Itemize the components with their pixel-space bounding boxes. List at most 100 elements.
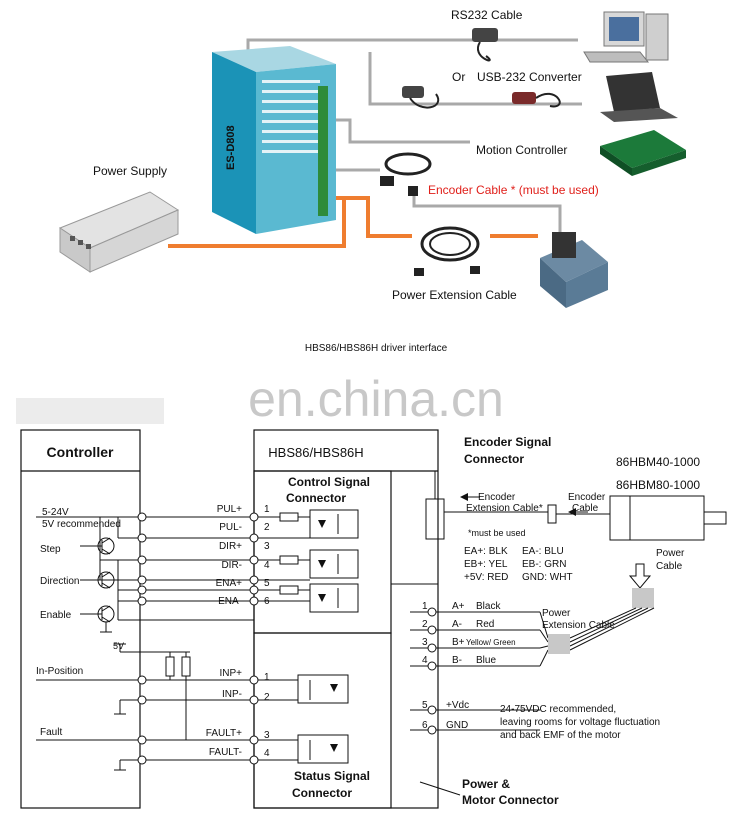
enable-transistor xyxy=(80,605,115,633)
pin-number: 1 xyxy=(264,504,270,515)
pin-label: PUL- xyxy=(219,522,242,533)
status-connector-title-2: Connector xyxy=(292,786,352,800)
pin-number: 2 xyxy=(264,522,270,533)
power-ext-cable-1: Power xyxy=(542,608,571,619)
encoder-cable-label: Encoder Cable * (must be used) xyxy=(428,183,599,197)
pin-label: INP- xyxy=(222,689,242,700)
power-supply-line xyxy=(168,196,346,248)
status-connector-title-1: Status Signal xyxy=(294,769,370,783)
wire-ea-minus: EA-: BLU xyxy=(522,546,564,557)
supply-note-2: leaving rooms for voltage fluctuation xyxy=(500,717,660,728)
power-cable-2: Cable xyxy=(656,561,683,572)
power-pin-number: 2 xyxy=(422,619,428,630)
control-connector-title-2: Connector xyxy=(286,491,346,505)
motor-power-line-a xyxy=(322,196,412,238)
power-cable-1: Power xyxy=(656,548,685,559)
supply-pin-number: 5 xyxy=(422,700,428,711)
power-pin-color: Blue xyxy=(476,655,496,666)
motor-drawing xyxy=(609,495,727,541)
supply-label: 5-24V xyxy=(42,507,69,518)
encoder-ext-cable-2: Extension Cable* xyxy=(466,503,543,514)
status-connector-frame xyxy=(253,632,392,809)
pin-label: DIR- xyxy=(221,560,242,571)
supply-pin-label: GND xyxy=(446,720,468,731)
watermark-bar xyxy=(16,398,164,424)
pin-label: ENA+ xyxy=(216,578,243,589)
servo-motor-image xyxy=(540,232,608,308)
control-pin-list: PUL+ 1 PUL- 2 DIR+ 3 DIR- 4 ENA+ 5 ENA- … xyxy=(216,504,270,607)
driver-title: HBS86/HBS86H xyxy=(268,445,363,460)
pin-label: INP+ xyxy=(219,668,242,679)
supply-note-1: 24-75VDC recommended, xyxy=(500,704,616,715)
top-illustration: ES-D808 xyxy=(58,8,686,354)
pin-number: 4 xyxy=(264,560,270,571)
power-extension-connector xyxy=(548,634,570,654)
watermark: en.china.cn xyxy=(248,371,504,427)
controller-route xyxy=(330,118,470,144)
motor-model-1: 86HBM40-1000 xyxy=(616,455,700,469)
supply-note-3: and back EMF of the motor xyxy=(500,730,621,741)
fivev-label: 5V xyxy=(113,641,124,651)
pin-number: 4 xyxy=(264,748,270,759)
laptop-image xyxy=(600,72,678,122)
encoder-title-1: Encoder Signal xyxy=(464,435,551,449)
power-extension-cable-label: Power Extension Cable xyxy=(392,288,517,302)
driver-unit: ES-D808 xyxy=(212,46,336,234)
pin-number: 1 xyxy=(264,672,270,683)
usb-route xyxy=(368,52,582,106)
pin-number: 3 xyxy=(264,730,270,741)
motor-power-connector xyxy=(632,588,654,608)
pullup-resistor-2 xyxy=(181,656,191,677)
pin-number: 3 xyxy=(264,541,270,552)
encoder-connector-block xyxy=(425,498,445,540)
control-optocouplers xyxy=(258,509,359,613)
power-supply-label: Power Supply xyxy=(93,164,167,178)
pullup-resistor-1 xyxy=(165,656,175,677)
motion-controller-label: Motion Controller xyxy=(476,143,567,157)
step-label: Step xyxy=(40,544,61,555)
or-label: Or xyxy=(452,70,465,84)
power-supply-image xyxy=(58,191,180,273)
in-position-label: In-Position xyxy=(36,666,83,677)
encoder-route-b xyxy=(412,194,562,232)
supply-pin-label: +Vdc xyxy=(446,700,469,711)
encoder-ext-cable-1: Encoder xyxy=(478,492,516,503)
encoder-cable-1: Encoder xyxy=(568,492,606,503)
power-motor-title-2: Motor Connector xyxy=(462,793,559,807)
pin-label: FAULT+ xyxy=(206,728,242,739)
wire-eb-plus: EB+: YEL xyxy=(464,559,508,570)
power-pin-number: 4 xyxy=(422,655,428,666)
power-pin-label: B+ xyxy=(452,637,465,648)
caption: HBS86/HBS86H driver interface xyxy=(305,343,448,354)
pc-image xyxy=(583,11,669,63)
power-motor-title-1: Power & xyxy=(462,777,510,791)
encoder-cable-2: Cable xyxy=(572,503,599,514)
pin-label: DIR+ xyxy=(219,541,242,552)
power-pin-label: A+ xyxy=(452,601,465,612)
motor-model-2: 86HBM80-1000 xyxy=(616,478,700,492)
rs232-connector-image xyxy=(472,28,498,62)
direction-transistor xyxy=(80,571,115,589)
status-pin-list: INP+ 1 INP- 2 FAULT+ 3 FAULT- 4 xyxy=(206,668,270,759)
power-pin-color: Black xyxy=(476,601,501,612)
usb-converter-label: USB-232 Converter xyxy=(477,70,582,84)
pin-label: ENA- xyxy=(218,596,242,607)
encoder-junction xyxy=(547,504,557,524)
encoder-must-be-used: *must be used xyxy=(468,528,526,538)
controller-title: Controller xyxy=(47,444,114,460)
power-pin-label: B- xyxy=(452,655,462,666)
power-cable-arrow xyxy=(628,563,652,589)
step-transistor xyxy=(80,537,115,555)
rs232-route xyxy=(246,38,578,52)
direction-label: Direction xyxy=(40,576,79,587)
driver-face-text: ES-D808 xyxy=(225,125,237,170)
pin-number: 2 xyxy=(264,692,270,703)
power-ext-cable-2: Extension Cable xyxy=(542,620,615,631)
supply-note: 5V recommended xyxy=(42,519,121,530)
rs232-cable-label: RS232 Cable xyxy=(451,8,523,22)
status-optocouplers xyxy=(258,674,349,764)
encoder-cable-image xyxy=(380,152,432,196)
pin-number: 5 xyxy=(264,578,270,589)
pin-label: FAULT- xyxy=(209,747,242,758)
